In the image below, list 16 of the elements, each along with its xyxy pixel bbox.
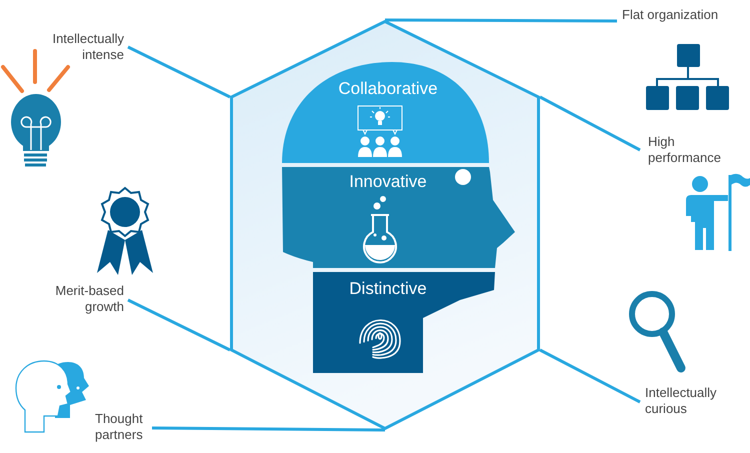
leader-line [127, 46, 231, 98]
leader-line [539, 348, 641, 404]
trait-label: Intellectually intense [51, 31, 124, 63]
trait-label: Flat organization [622, 7, 718, 23]
leader-line [539, 96, 641, 152]
leader-line [385, 18, 617, 22]
trait-label: Intellectually curious [645, 385, 718, 417]
leader-line [152, 426, 386, 432]
trait-label: Thought partners [95, 411, 144, 443]
leader-line [127, 298, 231, 352]
trait-label: Merit-based growth [54, 283, 124, 315]
section-title: Collaborative [338, 79, 438, 99]
section-title: Innovative [349, 172, 427, 192]
trait-label: High performance [648, 134, 722, 166]
section-title: Distinctive [349, 279, 427, 299]
hexagon-frame [230, 20, 540, 430]
